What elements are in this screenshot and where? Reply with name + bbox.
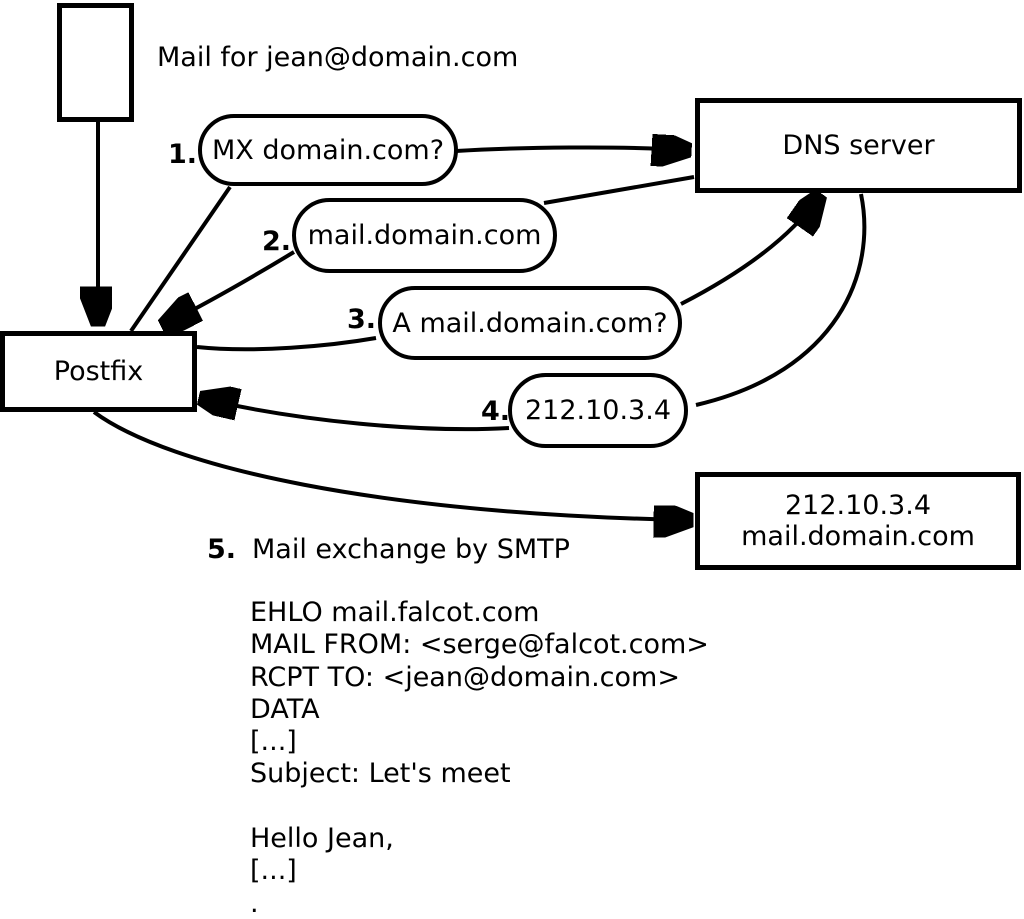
mail-message-box: [57, 3, 134, 122]
arrow-query-mx-head: [455, 147, 686, 151]
step-1-number: 1.: [168, 139, 198, 170]
arrow-reply-mx-head: [166, 250, 296, 324]
step-2-reply-mx-pill: mail.domain.com: [292, 198, 557, 273]
smtp-line-mail-from: MAIL FROM: <serge@falcot.com>: [250, 629, 709, 661]
arrow-reply-mx-tail: [543, 175, 695, 205]
arrow-query-a-head: [680, 198, 818, 306]
mail-server-hostname: mail.domain.com: [741, 521, 975, 552]
arrow-reply-a-head: [204, 399, 510, 432]
postfix-node: Postfix: [0, 331, 197, 412]
smtp-line-greeting: Hello Jean,: [250, 823, 394, 855]
mail-title-label: Mail for jean@domain.com: [157, 42, 519, 73]
step-3-query-a-pill: A mail.domain.com?: [378, 286, 682, 360]
smtp-line-ehlo: EHLO mail.falcot.com: [250, 597, 540, 628]
arrow-query-a-tail: [196, 336, 377, 352]
step-5-label: Mail exchange by SMTP: [252, 534, 570, 565]
step-3-label: A mail.domain.com?: [392, 307, 668, 339]
dns-server-label: DNS server: [782, 130, 935, 161]
smtp-line-end-dot: .: [250, 887, 259, 919]
mail-server-ip: 212.10.3.4: [785, 490, 931, 521]
smtp-line-ellipsis-1: [...]: [250, 726, 297, 758]
dns-server-node: DNS server: [695, 98, 1022, 193]
step-4-number: 4.: [481, 396, 511, 427]
mail-server-node: 212.10.3.4 mail.domain.com: [695, 472, 1021, 570]
step-2-number: 2.: [262, 226, 292, 257]
smtp-line-blank: [250, 791, 709, 823]
smtp-line-ellipsis-2: [...]: [250, 855, 297, 887]
arrow-query-mx-tail: [129, 185, 232, 333]
step-3-number: 3.: [347, 304, 377, 335]
step-4-label: 212.10.3.4: [525, 395, 671, 426]
step-2-label: mail.domain.com: [307, 220, 542, 251]
smtp-line-subject: Subject: Let's meet: [250, 758, 511, 790]
smtp-session-transcript: EHLO mail.falcot.com MAIL FROM: <serge@f…: [250, 597, 709, 919]
step-1-label: MX domain.com?: [211, 134, 445, 166]
step-1-query-mx-pill: MX domain.com?: [198, 114, 458, 186]
arrow-reply-a-tail: [695, 193, 867, 407]
step-5-number: 5.: [207, 534, 237, 565]
smtp-line-data: DATA: [250, 693, 320, 725]
smtp-line-rcpt-to: RCPT TO: <jean@domain.com>: [250, 661, 680, 693]
postfix-label: Postfix: [53, 356, 144, 387]
step-4-reply-a-pill: 212.10.3.4: [508, 373, 688, 448]
